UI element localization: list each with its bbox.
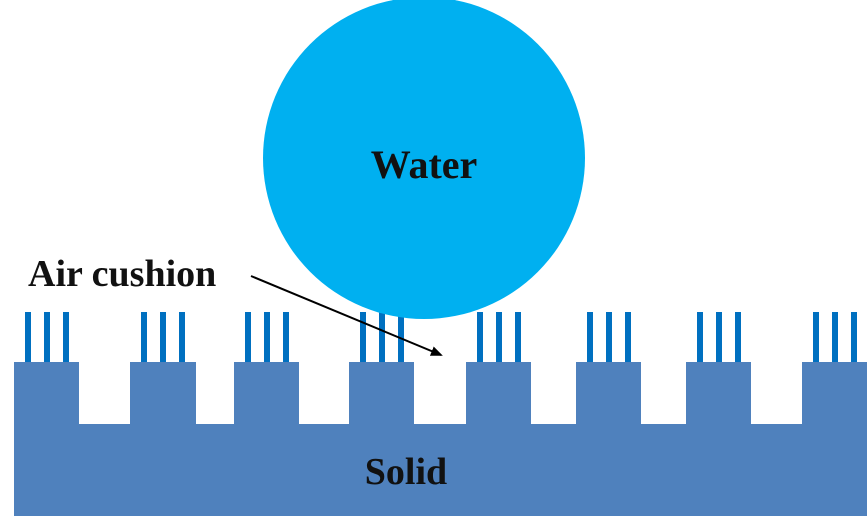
nano-hair xyxy=(63,312,69,362)
nano-hair xyxy=(716,312,722,362)
micro-pillar xyxy=(802,362,867,426)
nano-hair xyxy=(587,312,593,362)
nano-hair xyxy=(832,312,838,362)
water-droplet xyxy=(263,0,585,319)
micro-pillar xyxy=(349,362,414,426)
nano-hair xyxy=(813,312,819,362)
micro-pillar xyxy=(576,362,641,426)
nano-hair xyxy=(606,312,612,362)
micro-pillar xyxy=(130,362,196,426)
nano-hair xyxy=(44,312,50,362)
nano-structures xyxy=(25,312,857,362)
nano-hair xyxy=(160,312,166,362)
micro-pillar xyxy=(14,362,79,426)
nano-hair xyxy=(735,312,741,362)
nano-hair xyxy=(851,312,857,362)
nano-hair xyxy=(398,312,404,362)
nano-hair xyxy=(379,312,385,362)
nano-hair xyxy=(496,312,502,362)
nano-hair xyxy=(697,312,703,362)
nano-hair xyxy=(25,312,31,362)
nano-hair xyxy=(477,312,483,362)
air-cushion-label: Air cushion xyxy=(28,253,216,295)
micro-pillar xyxy=(686,362,751,426)
nano-hair xyxy=(360,312,366,362)
nano-hair xyxy=(245,312,251,362)
solid-label: Solid xyxy=(365,451,447,493)
nano-hair xyxy=(179,312,185,362)
water-label: Water xyxy=(371,142,478,187)
nano-hair xyxy=(141,312,147,362)
nano-hair xyxy=(283,312,289,362)
nano-hair xyxy=(515,312,521,362)
micro-pillars xyxy=(14,362,867,426)
nano-hair xyxy=(625,312,631,362)
micro-pillar xyxy=(234,362,299,426)
solid-base xyxy=(14,424,867,516)
nano-hair xyxy=(264,312,270,362)
micro-pillar xyxy=(466,362,531,426)
arrow-icon xyxy=(250,275,443,356)
